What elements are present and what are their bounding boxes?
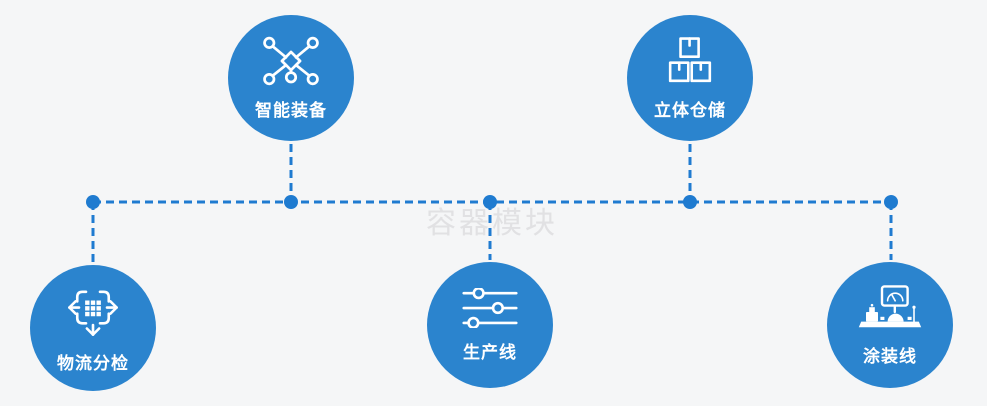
node-production: 生产线 <box>427 262 553 388</box>
node-warehouse: 立体仓储 <box>627 15 753 141</box>
sliders-icon <box>462 287 518 328</box>
stacked-boxes-icon <box>668 36 712 82</box>
node-smart-equipment: 智能装备 <box>228 15 354 141</box>
node-logistics: 物流分检 <box>30 265 156 391</box>
node-label: 生产线 <box>463 342 517 362</box>
node-label: 物流分检 <box>57 353 129 373</box>
node-label: 立体仓储 <box>654 100 726 120</box>
node-label: 涂装线 <box>863 346 917 366</box>
control-console-icon <box>858 284 922 327</box>
sort-arrows-icon <box>68 289 118 336</box>
node-label: 智能装备 <box>255 100 327 120</box>
node-painting: 涂装线 <box>827 262 953 388</box>
network-icon <box>263 36 319 85</box>
